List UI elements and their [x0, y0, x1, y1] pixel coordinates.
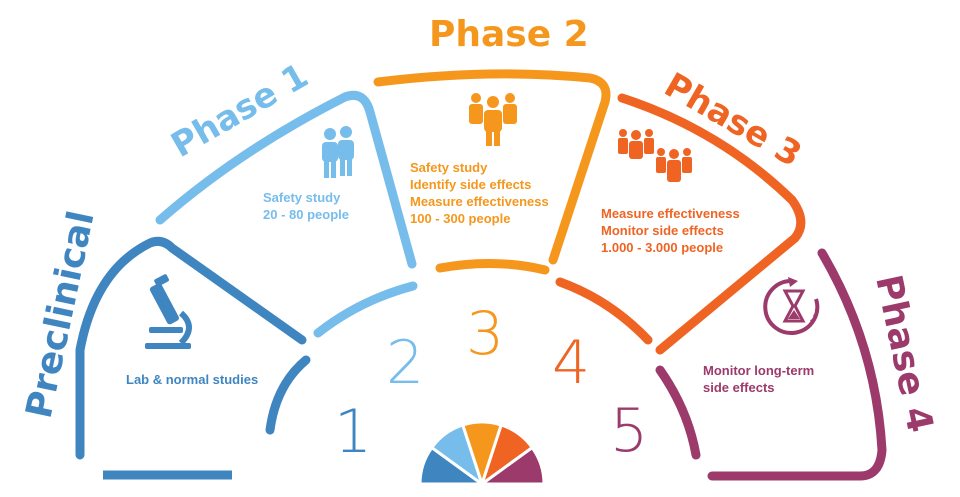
preclinical-inner-arc — [265, 355, 311, 435]
stage-phase4: Phase 4 Monitor long-term side effects — [655, 248, 941, 481]
stage-number-3: 3 — [466, 299, 504, 369]
phase3-inner-arc — [555, 277, 653, 345]
two-people-icon — [322, 126, 354, 178]
phase3-desc-line-2: Monitor side effects — [601, 223, 724, 238]
phase2-desc-line-3: Measure effectiveness — [410, 194, 549, 209]
preclinical-desc-line-1: Lab & normal studies — [126, 372, 258, 387]
hourglass-cycle-icon — [763, 277, 820, 335]
phase3-desc-line-1: Measure effectiveness — [601, 206, 740, 221]
microscope-icon — [145, 274, 192, 349]
phase4-desc-line-2: side effects — [703, 380, 775, 395]
phase2-inner-arc — [435, 258, 550, 275]
stage-phase3: Phase 3 Measure effectiveness Monitor si… — [555, 65, 808, 355]
phase4-desc-line-1: Monitor long-term — [703, 363, 814, 378]
stage-number-1: 1 — [334, 397, 372, 467]
phase1-inner-arc — [313, 281, 418, 338]
phase1-title: Phase 1 — [165, 56, 316, 166]
preclinical-outer-arc — [75, 236, 307, 460]
phase2-outer-arc — [373, 69, 611, 265]
stage-phase2: Phase 2 Safety study Identify side effec… — [373, 14, 611, 275]
center-fan — [418, 420, 546, 489]
stage-number-5: 5 — [610, 396, 648, 466]
phase3-desc-line-3: 1.000 - 3.000 people — [601, 240, 723, 255]
stage-number-4: 4 — [552, 328, 590, 398]
group-of-people-icon — [469, 93, 517, 146]
stage-preclinical: Preclinical Lab & normal studies — [19, 207, 311, 480]
phase1-outer-arc — [155, 90, 417, 269]
phase2-desc-line-2: Identify side effects — [410, 177, 531, 192]
stage-phase1: Phase 1 Safety study 20 - 80 people — [155, 56, 418, 338]
phase1-desc-line-1: Safety study — [263, 190, 341, 205]
phase2-title: Phase 2 — [429, 14, 589, 55]
phase4-inner-arc — [655, 365, 701, 460]
phase4-outer-arc — [707, 248, 887, 481]
phase2-desc-line-4: 100 - 300 people — [410, 211, 510, 226]
crowd-icon — [618, 129, 692, 182]
stage-number-2: 2 — [386, 328, 424, 398]
fan-wedge-phase4 — [477, 445, 546, 486]
phase1-desc-line-2: 20 - 80 people — [263, 207, 349, 222]
phase3-outer-arc — [617, 93, 806, 355]
phase2-desc-line-1: Safety study — [410, 160, 488, 175]
